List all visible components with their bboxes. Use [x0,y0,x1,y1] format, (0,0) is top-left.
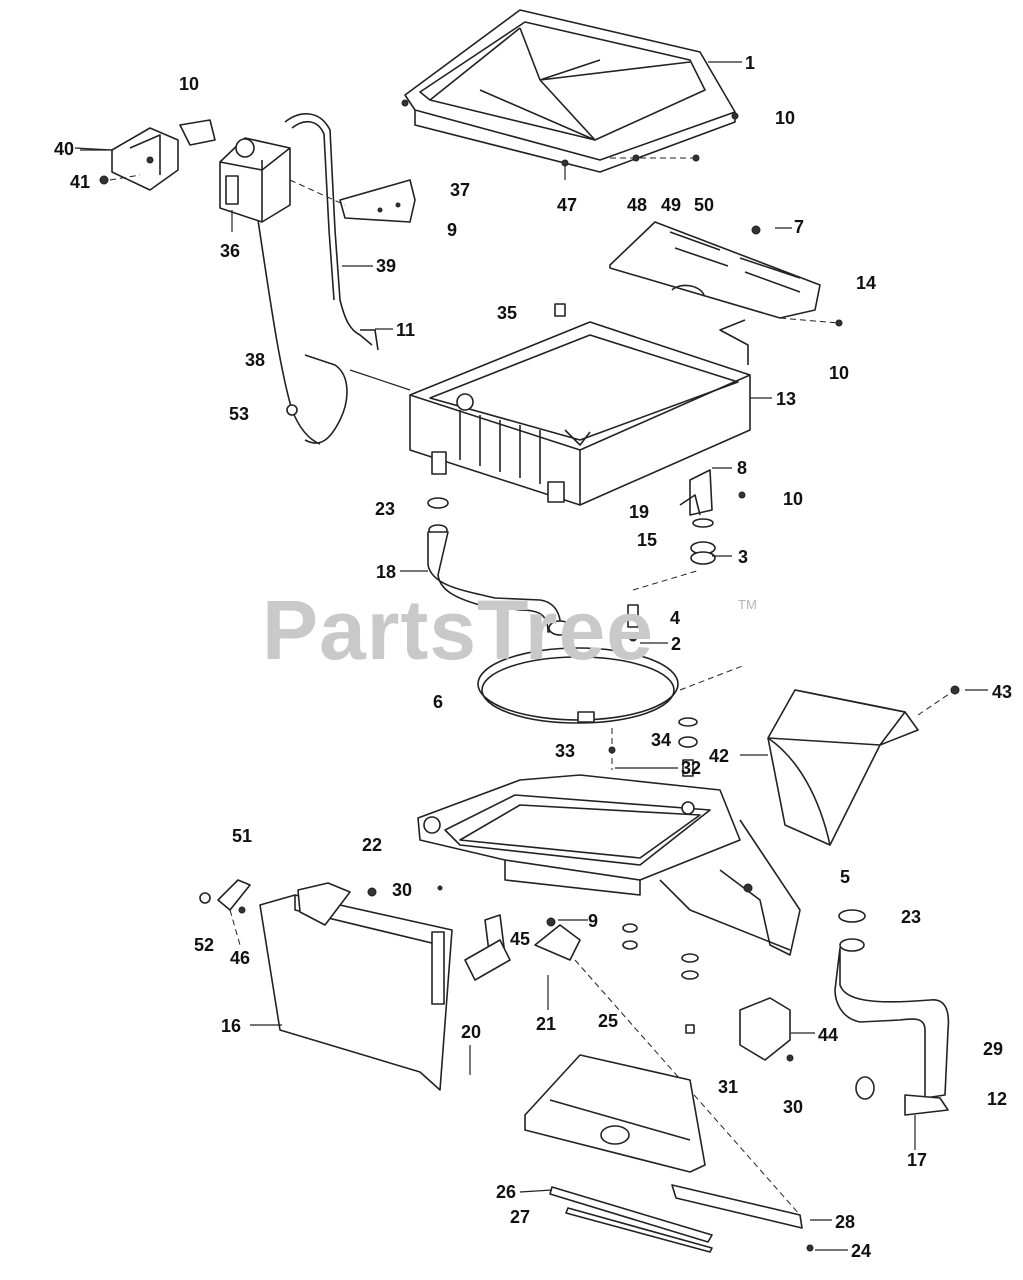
callout-label: 25 [598,1011,619,1031]
callout-label: 35 [497,303,518,323]
part-strips-26-27[interactable] [549,1186,713,1253]
callout-label: 20 [461,1022,482,1042]
callout-label: 50 [694,195,715,215]
callout-label: 44 [818,1025,839,1045]
callout-label: 19 [629,502,650,522]
callout-label: 32 [681,758,702,778]
callout-label: 6 [433,692,444,712]
callout-label: 26 [496,1182,517,1202]
callout-label: 38 [245,350,266,370]
callout-label: 5 [840,867,851,887]
callout-label: 47 [557,195,578,215]
callout-label: 39 [376,256,397,276]
callout-label: 23 [901,907,922,927]
callout-label: 10 [179,74,200,94]
callout-label: 53 [229,404,250,424]
callout-label: 43 [992,682,1013,702]
callout-label: 45 [510,929,531,949]
callout-label: 8 [737,458,748,478]
callout-label: 21 [536,1014,557,1034]
callout-label: 31 [718,1077,739,1097]
callout-label: 49 [661,195,682,215]
callout-label: 34 [651,730,672,750]
callout-label: 30 [783,1097,804,1117]
callout-label: 37 [450,180,471,200]
callout-label: 4 [670,608,681,628]
callout-label: 18 [376,562,397,582]
part-mount-stack[interactable] [627,469,746,691]
part-module-44[interactable] [739,997,794,1062]
callout-label: 3 [738,547,749,567]
leader-lines [74,61,988,1251]
callout-label: 51 [232,826,253,846]
callout-label: 10 [783,489,804,509]
part-lower-hose-29[interactable] [834,909,950,1150]
part-shroud-plate-14[interactable] [609,221,843,365]
callout-label: 10 [775,108,796,128]
part-side-panel-16[interactable] [259,882,471,1091]
callout-label: 27 [510,1207,531,1227]
part-bracket-40[interactable] [80,119,216,191]
callout-label: 41 [70,172,91,192]
part-skid-plate-31[interactable] [524,1054,706,1173]
callout-label: 42 [709,746,730,766]
callout-label: 14 [856,273,877,293]
callout-label: 11 [396,320,416,340]
callout-label: 22 [362,835,383,855]
callout-label: 13 [776,389,797,409]
callout-label: 23 [375,499,396,519]
callout-label: 12 [987,1089,1008,1109]
part-panel-42[interactable] [767,685,960,846]
part-reservoir-36[interactable] [219,137,291,232]
callout-label: 36 [220,241,241,261]
watermark: PartsTree [262,583,654,677]
part-bar-28[interactable] [671,1184,814,1252]
part-radiator-13[interactable] [349,303,751,506]
part-bolts-48-50[interactable] [561,154,700,180]
part-upper-hose-18[interactable] [427,497,572,636]
callout-label: 29 [983,1039,1004,1059]
part-isolators-34[interactable] [608,717,698,777]
part-linkage-46[interactable] [199,879,251,946]
part-cover[interactable] [401,9,739,173]
callout-label: 9 [447,220,458,240]
callout-label: 24 [851,1241,872,1261]
callout-label: 16 [221,1016,242,1036]
part-ring-6[interactable] [477,647,679,724]
callout-label: 10 [829,363,850,383]
part-bracket-37[interactable] [289,179,416,223]
part-frame-22[interactable] [417,774,801,956]
callout-label: 33 [555,741,576,761]
callout-label: 28 [835,1212,856,1232]
callout-label: 9 [588,911,599,931]
callout-label: 40 [54,139,75,159]
callout-label: 46 [230,948,251,968]
trademark-mark: TM [738,597,757,612]
part-hoses[interactable] [257,113,379,445]
callout-label: 2 [671,634,682,654]
callout-label: 7 [794,217,805,237]
callout-label: 15 [637,530,658,550]
part-washers[interactable] [622,923,699,1034]
part-linkage-45[interactable] [464,914,801,1216]
callout-label: 52 [194,935,215,955]
callout-label: 48 [627,195,648,215]
callout-label: 17 [907,1150,928,1170]
callout-label: 1 [745,53,756,73]
callout-label: 30 [392,880,413,900]
